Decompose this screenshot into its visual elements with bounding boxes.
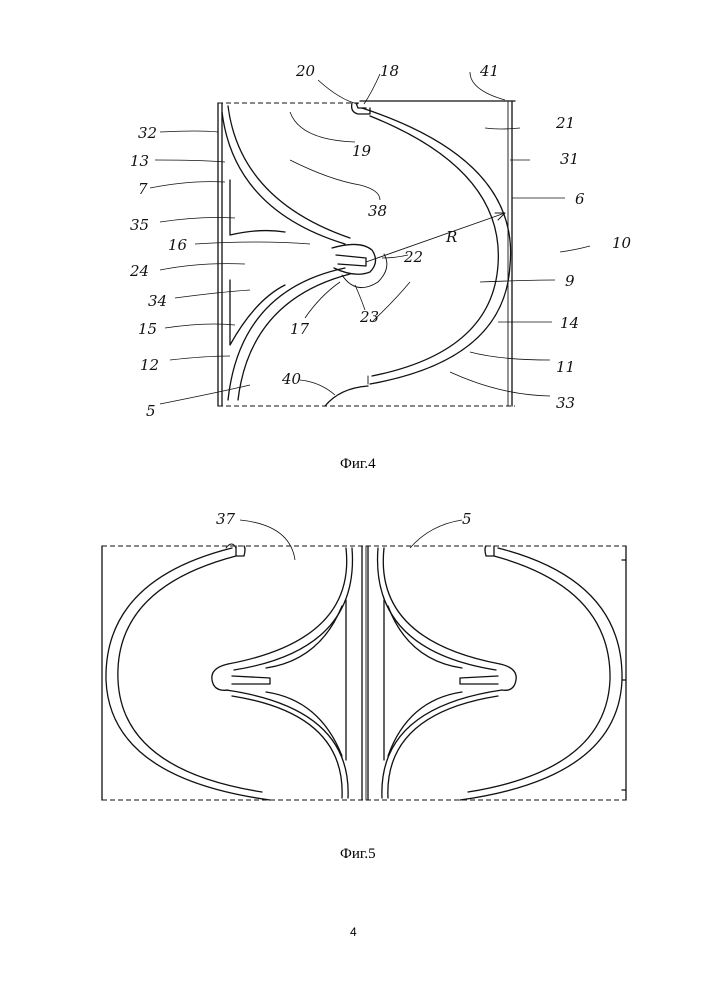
leader-37 [240,520,295,560]
triangle-cavity-upper [230,180,285,235]
leader-32 [160,131,218,132]
ref-label: 16 [168,236,188,254]
right-big-arc-outer [460,548,622,800]
ref-label: 37 [216,510,236,528]
leader-5 [410,520,462,548]
triangle-cavity-lower [230,280,285,345]
right-joint-slot [460,676,498,684]
right-upper-quarter-inner [378,548,496,670]
leader-23 [355,285,365,310]
ref-label: 5 [462,510,472,528]
ref-label: 32 [138,124,157,142]
figure-5: 37 5 Фиг.5 [102,510,626,862]
ref-label: R [445,228,457,246]
figure-4: 20 18 41 32 21 13 19 31 7 38 6 R 10 35 1… [129,62,632,472]
ref-label: 5 [146,402,156,420]
left-joint-outer [212,664,228,690]
ref-label: 13 [130,152,149,170]
arc-right-outer [362,108,511,384]
left-top-hook [236,546,245,556]
left-upper-quarter-outer [228,548,347,664]
central-joint-slot [336,255,366,266]
arc-upper-left-inner [222,112,345,244]
ref-label: 41 [479,62,499,80]
ref-label: 40 [281,370,302,388]
right-upper-quarter-outer [383,548,500,664]
right-big-arc-inner [468,556,610,792]
ref-label: 6 [575,190,585,208]
leader-35 [160,218,235,223]
ref-label: 7 [138,180,148,198]
ref-label: 33 [556,394,575,412]
leader-33 [450,372,550,396]
right-lower-quarter-outer [382,690,502,798]
leader-10 [560,246,590,252]
ref-label: 35 [130,216,149,234]
leader-34 [175,290,250,298]
ref-label: 17 [290,320,310,338]
figure-caption: Фиг.4 [340,456,376,472]
leader-24 [160,264,245,270]
leader-5 [160,385,250,404]
leader-21 [485,128,520,129]
right-top-hook [485,546,494,556]
leader-7 [150,182,225,188]
figure-caption: Фиг.5 [340,846,376,862]
central-joint-circle-23 [342,254,387,288]
ref-label: 20 [295,62,316,80]
page-number: 4 [350,925,357,939]
ref-label: 24 [129,262,149,280]
leader-9 [480,280,555,282]
leader-20 [318,80,358,104]
leader-16 [195,242,310,244]
leader-12 [170,356,230,360]
ref-label: 31 [560,150,579,168]
leader-38 [290,160,380,200]
left-lower-quarter-inner [232,696,342,798]
right-triangle-bottom [388,692,462,756]
ref-label: 21 [555,114,575,132]
ref-label: 38 [368,202,387,220]
leader-40 [300,380,335,395]
leader-13 [155,160,225,162]
left-big-arc-outer [106,548,270,800]
ref-label: 10 [612,234,632,252]
ref-label: 9 [565,272,575,290]
ref-label: 11 [556,358,575,376]
leader-19 [290,112,355,142]
left-lower-quarter-outer [226,690,348,798]
radius-line [366,213,505,262]
central-joint-outer [332,244,376,274]
ref-label: 12 [140,356,159,374]
right-joint-outer [500,664,516,690]
left-joint-slot [232,676,270,684]
leader-11 [470,352,550,360]
ref-label: 34 [148,292,167,310]
ref-label: 15 [138,320,157,338]
ref-label: 18 [380,62,399,80]
ref-label: 22 [403,248,423,266]
bottom-hook-40 [325,386,368,406]
ref-label: 14 [560,314,579,332]
right-lower-quarter-inner [388,696,498,798]
left-upper-quarter-inner [234,548,352,670]
left-big-arc-inner [118,556,262,792]
ref-label: 23 [359,308,379,326]
leader-18 [364,74,380,104]
radius-arrow-icon [495,213,505,220]
leader-17 [305,282,340,318]
leader-15 [165,324,235,328]
ref-label: 19 [352,142,372,160]
